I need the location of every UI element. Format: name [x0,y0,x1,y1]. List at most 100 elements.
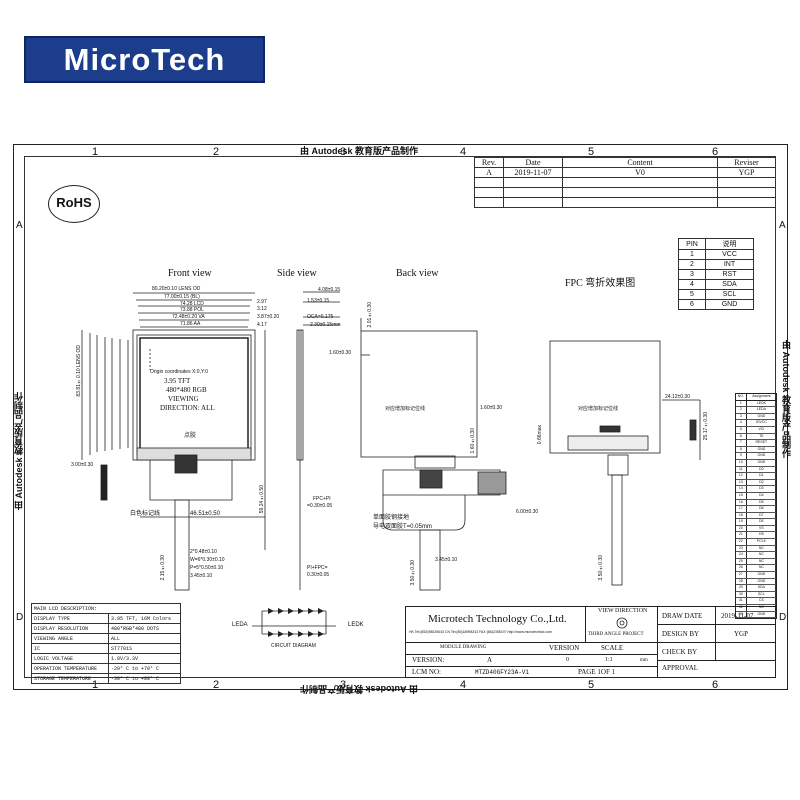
pin-number: 26 [736,565,747,572]
title-divider [405,642,657,643]
column-number: 3 [340,679,347,691]
rohs-label: RoHS [56,195,92,210]
table-cell: ALL [108,633,181,644]
dim-label: 59.24±0.50 [259,485,265,514]
pin-assignment: GND [757,446,766,451]
dim-label: 6.00±0.30 [516,509,539,515]
column-number: 5 [588,679,595,691]
pin-number: 7 [736,440,747,446]
design-label: DESIGN BY [662,630,700,638]
dim-label: 80.20±0.10 LENS OD [152,286,201,292]
version-header: VERSION [549,644,580,652]
pin-assignment: D2 [759,479,764,484]
row-letter: A [779,220,786,231]
pin-number: 12 [736,473,747,479]
dim-label: 2.15±0.30 [160,555,166,581]
table-cell: 480*RGB*480 DOTS [108,623,181,634]
table-row [474,197,776,208]
pin-assignment: CS [758,598,764,603]
dim-label: OCA=0.175 [307,314,334,320]
pin-assignment: GND [757,459,766,464]
version-row-label: VERSION: [412,656,445,664]
origin-label: Origin coordinates X:0,Y:0 [150,369,209,375]
design-value: YGP [734,630,749,638]
circuit-leds [268,608,324,637]
lcm-value: MTZD40GFY23A-V1 [475,669,530,676]
spec-label: 3.95 TFT [164,377,191,385]
units-value: mm [640,658,648,663]
side-panel [296,329,304,461]
pin-assignment: NC [758,545,764,550]
table-row: A 2019-11-07 V0 YGP [474,167,776,178]
pin-number: 2 [736,407,747,413]
projection-symbol [616,617,628,629]
table-cell: DISPLAY TYPE [31,613,109,624]
column-number: 1 [92,679,99,691]
dim-label: 3.87±0.20 [257,314,280,320]
back-connector [414,455,456,469]
pin-number: 19 [736,519,747,525]
dim-label: 1.53±0.15 [307,298,330,304]
pin-assignment: NC [758,605,764,609]
pin-number: 9 [736,453,747,459]
table-row: 32 NC [736,605,776,612]
pin-assignment: GND [757,572,766,577]
pin-number: 32 [736,605,747,611]
draw-date-label: DRAW DATE [662,612,703,620]
drawing-inner-frame [24,156,776,678]
dim-label: 73.88 POL [180,307,204,313]
pin-number: 13 [736,479,747,486]
pin-number: 25 [736,558,747,565]
dim-label: 72.48±0.20 VA [172,314,205,320]
table-row: OPERATION TEMPERATURE-20° C to +70° C [31,663,181,674]
dim-label: 2.97 [257,299,267,305]
pin-number: 8 [736,446,747,453]
fpc-bent-connector [607,454,629,476]
pin-number: 3 [736,413,747,420]
pin-assignment: GND [757,413,766,418]
pin-number: 15 [736,492,747,499]
front-ic [174,454,198,474]
dim-label: P=5*0.50±0.10 [190,565,224,571]
pin-number: 18 [736,512,747,519]
pin-number: 33 [736,611,747,618]
front-view-title: Front view [168,268,212,279]
pin-assignment: SDA [757,585,765,590]
dim-label: 1.60±0.30 [329,350,352,356]
pin-number: 21 [736,532,747,539]
pin-number: 10 [736,459,747,466]
spec-label: DIRECTION: ALL [160,404,215,412]
pin-assignment: D5 [759,499,764,504]
pin-number: 4 [736,420,747,426]
fpc-view-title: FPC 弯折效果图 [565,278,636,289]
pin-number: 14 [736,486,747,492]
glue-label: 点胶 [184,433,197,439]
table-row: NO.Assignment [736,394,776,401]
draw-date-value: 2019-11-07 [721,612,754,620]
circuit-caption: CIRCUIT DIAGRAM [271,643,316,649]
table-cell: VIEWING ANGLE [31,633,109,644]
dim-label: 25.17±0.30 [703,412,709,441]
rohs-mark: RoHS [48,185,100,223]
dim-label: 24.12±0.30 [665,394,690,400]
fpc-bent-strip [567,435,649,451]
ledk-label: LEDK [348,622,364,628]
dim-label: 83.81±0.10 LENS OD [76,345,82,397]
back-note: 导电双面胶T=0.05mm [373,524,432,530]
